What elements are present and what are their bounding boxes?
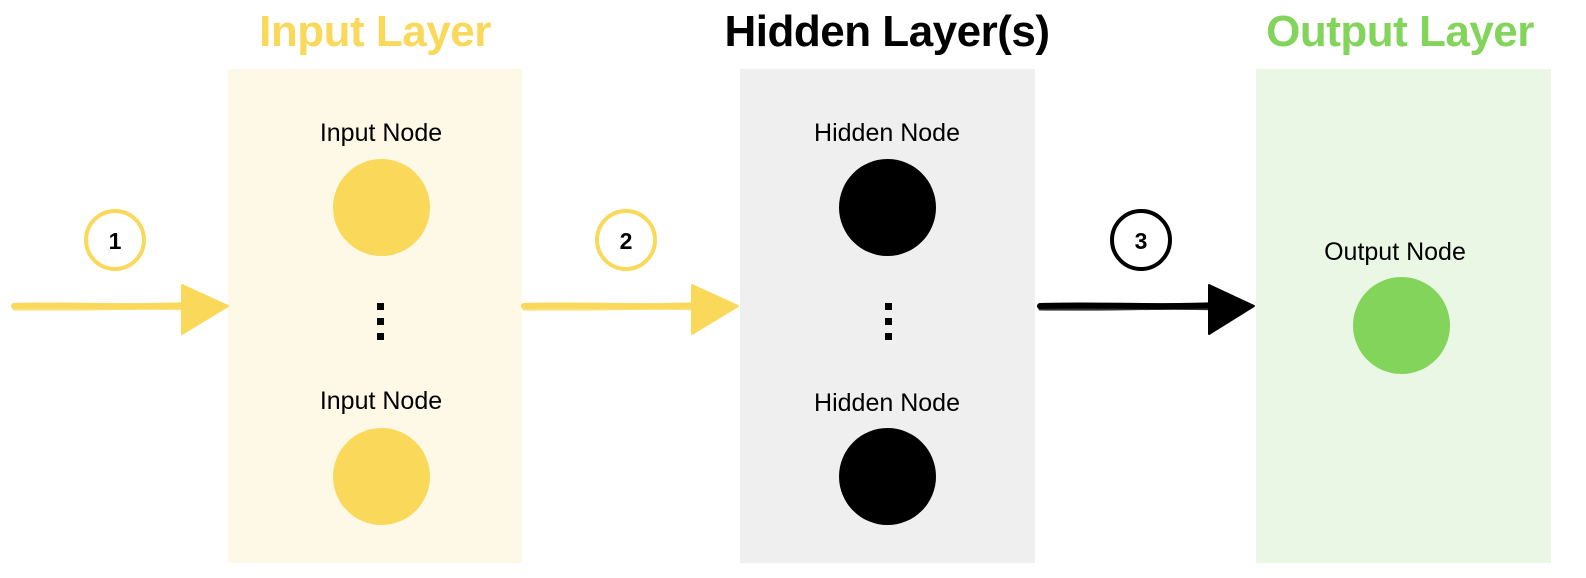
input-node-label-top: Input Node bbox=[319, 119, 443, 147]
output-node bbox=[1353, 277, 1450, 374]
step-1-marker: 1 bbox=[84, 209, 146, 271]
input-layer-title: Input Layer bbox=[259, 7, 491, 56]
hidden-node-label-top: Hidden Node bbox=[814, 119, 960, 147]
output-layer-panel: Output Node bbox=[1256, 69, 1551, 563]
hidden-node-label-bottom: Hidden Node bbox=[814, 389, 960, 417]
hidden-node-top bbox=[839, 159, 936, 256]
arrow-3 bbox=[1037, 284, 1255, 335]
hidden-node-bottom bbox=[839, 428, 936, 525]
input-layer-panel: Input Node Input Node bbox=[228, 69, 522, 563]
output-node-label: Output Node bbox=[1324, 238, 1466, 266]
hidden-layer-panel: Hidden Node Hidden Node bbox=[740, 69, 1035, 563]
step-2-marker: 2 bbox=[595, 209, 657, 271]
input-node-bottom bbox=[333, 428, 430, 525]
input-ellipsis bbox=[374, 303, 386, 341]
arrow-2 bbox=[521, 284, 739, 335]
input-node-label-bottom: Input Node bbox=[319, 387, 443, 415]
hidden-layer-title: Hidden Layer(s) bbox=[724, 7, 1050, 56]
input-node-top bbox=[333, 159, 430, 256]
hidden-ellipsis bbox=[882, 303, 894, 341]
arrow-1 bbox=[11, 284, 229, 335]
output-layer-title: Output Layer bbox=[1266, 7, 1534, 56]
step-3-marker: 3 bbox=[1110, 209, 1172, 271]
